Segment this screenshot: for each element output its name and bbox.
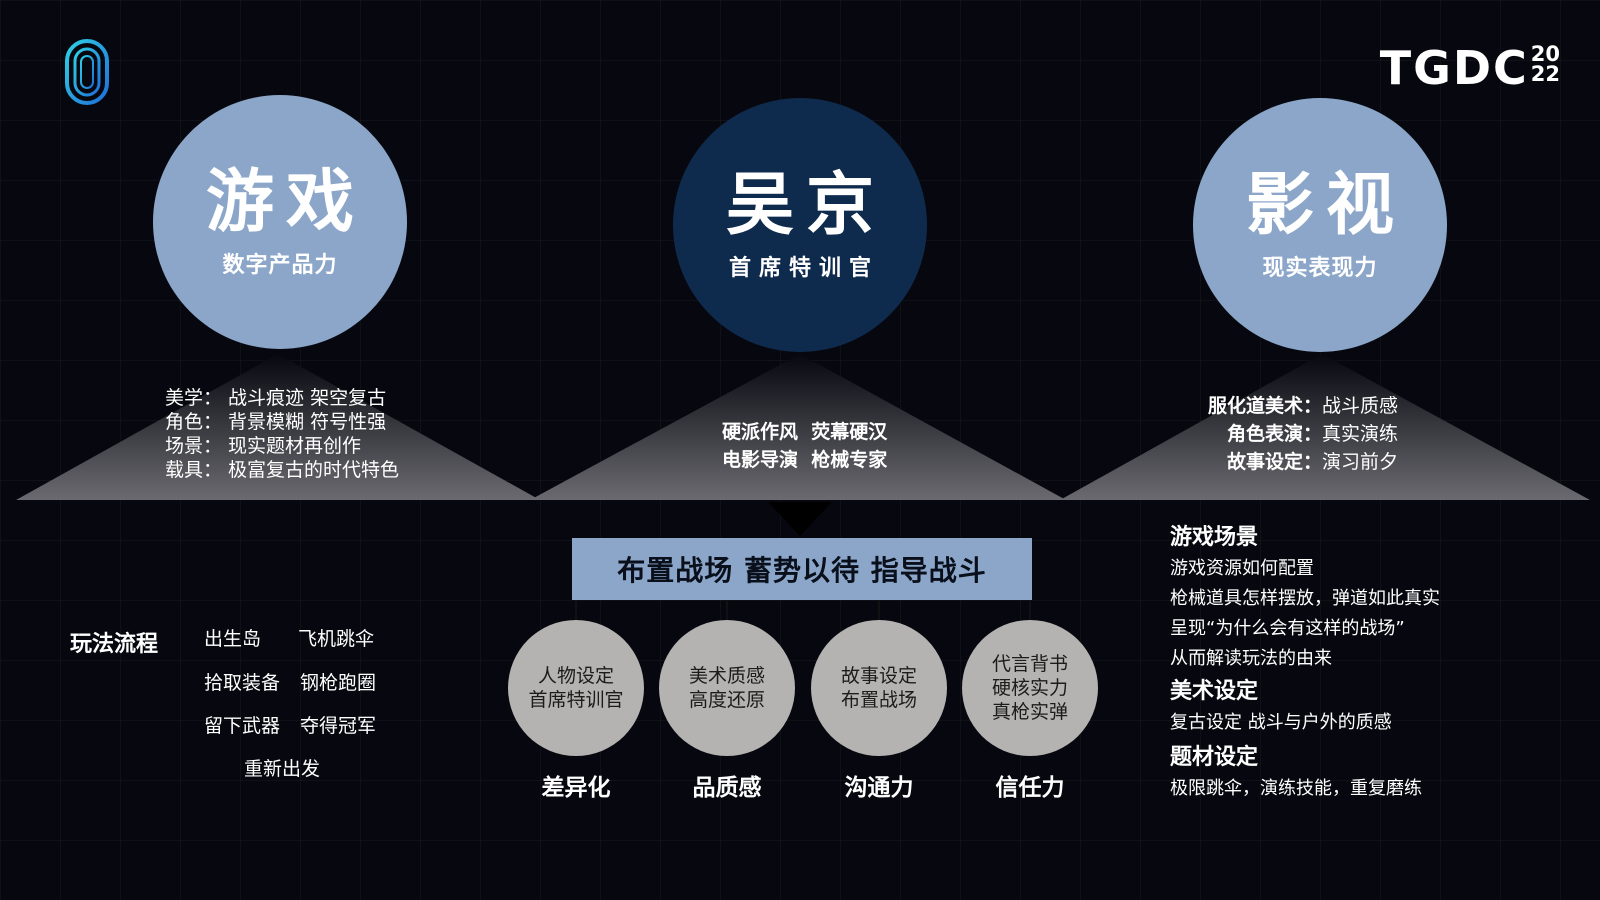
ring-logo-icon	[65, 39, 109, 105]
circle-wujing-subtitle: 首席特训官	[728, 256, 879, 281]
rp-line: 从而解读玩法的由来	[1170, 648, 1332, 669]
circle-game-title: 游戏	[205, 163, 366, 242]
gameplay-title: 玩法流程	[70, 632, 159, 657]
bubble-art: 美术质感 高度还原	[659, 620, 795, 756]
bubble-label-communication: 沟通力	[844, 775, 914, 801]
bubble-line: 故事设定	[840, 665, 917, 687]
brand-year-bottom: 22	[1530, 62, 1560, 86]
circle-wujing: 吴京 首席特训官	[673, 98, 927, 352]
gameplay-step: 飞机跳伞	[298, 628, 375, 650]
bubble-line: 代言背书	[991, 653, 1068, 675]
gameplay-step: 出生岛	[204, 628, 262, 650]
brand-year-top: 20	[1530, 42, 1560, 66]
gameplay-step: 重新出发	[244, 758, 321, 780]
rp-line: 枪械道具怎样摆放，弹道如此真实	[1170, 588, 1440, 609]
rp-line: 复古设定 战斗与户外的质感	[1170, 712, 1392, 733]
arrow-down-icon	[768, 502, 832, 536]
rp-line: 游戏资源如何配置	[1170, 558, 1314, 579]
bubble-line: 人物设定	[537, 665, 614, 687]
brand-name: TGDC	[1379, 41, 1529, 95]
film-attr-value: 演习前夕	[1322, 451, 1399, 473]
film-attr-row: 故事设定： 演习前夕	[1190, 448, 1398, 476]
bubble-line: 首席特训官	[528, 689, 624, 711]
film-attr-label: 故事设定：	[1226, 451, 1322, 473]
bubble-label-differentiation: 差异化	[541, 775, 611, 801]
rp-line: 极限跳伞，演练技能，重复磨练	[1170, 778, 1422, 799]
brand-logo: TGDC 20 22	[1379, 41, 1560, 95]
brand-year: 20 22	[1530, 42, 1560, 86]
bubble-line: 高度还原	[688, 689, 765, 711]
film-attr-label: 服化道美术：	[1207, 395, 1322, 417]
triangle-backgrounds	[16, 354, 1590, 500]
circle-film: 影视 现实表现力	[1193, 98, 1447, 352]
bubble-story: 故事设定 布置战场	[811, 620, 947, 756]
film-attr-row: 角色表演： 真实演练	[1190, 420, 1398, 448]
triangle-right	[1060, 354, 1590, 500]
game-attributes: 美学： 战斗痕迹 架空复古 角色： 背景模糊 符号性强 场景： 现实题材再创作 …	[165, 386, 399, 482]
gameplay-step: 留下武器	[204, 715, 281, 737]
bubble-line: 真枪实弹	[991, 701, 1068, 723]
film-attr-row: 服化道美术： 战斗质感	[1190, 392, 1398, 420]
wujing-trait-line: 电影导演 枪械专家	[722, 449, 888, 471]
gameplay-step: 拾取装备	[204, 672, 281, 694]
gameplay-step: 夺得冠军	[300, 715, 377, 737]
bubble-endorsement: 代言背书 硬核实力 真枪实弹	[962, 620, 1098, 756]
game-attr-line: 场景： 现实题材再创作	[165, 435, 362, 457]
film-attr-value: 真实演练	[1322, 423, 1399, 445]
wujing-traits: 硬派作风 荧幕硬汉 电影导演 枪械专家	[722, 418, 887, 474]
film-attr-value: 战斗质感	[1322, 395, 1399, 417]
bubble-line: 美术质感	[688, 665, 765, 687]
rp-heading-game-scene: 游戏场景	[1170, 525, 1259, 550]
game-attr-line: 美学： 战斗痕迹 架空复古	[165, 387, 387, 409]
banner-slogan: 布置战场 蓄势以待 指导战斗	[572, 538, 1032, 600]
gameplay-step: 钢枪跑圈	[300, 672, 377, 694]
rp-heading-theme: 题材设定	[1170, 745, 1259, 770]
bubble-label-trust: 信任力	[995, 775, 1065, 801]
film-attr-label: 角色表演：	[1226, 423, 1322, 445]
circle-game: 游戏 数字产品力	[153, 95, 407, 349]
triangle-left	[16, 354, 540, 500]
circle-film-subtitle: 现实表现力	[1262, 256, 1378, 281]
bubble-line: 硬核实力	[991, 677, 1068, 699]
game-attr-line: 载具： 极富复古的时代特色	[165, 459, 400, 481]
film-attributes: 服化道美术： 战斗质感 角色表演： 真实演练 故事设定： 演习前夕	[1190, 392, 1398, 476]
rp-heading-art: 美术设定	[1170, 679, 1259, 704]
bubble-line: 布置战场	[840, 689, 917, 711]
circle-game-subtitle: 数字产品力	[222, 253, 338, 278]
circle-wujing-title: 吴京	[725, 166, 886, 245]
bubble-character: 人物设定 首席特训官	[508, 620, 644, 756]
bubble-label-quality: 品质感	[692, 775, 762, 801]
wujing-trait-line: 硬派作风 荧幕硬汉	[722, 421, 888, 443]
right-panel: 游戏场景 游戏资源如何配置 枪械道具怎样摆放，弹道如此真实 呈现“为什么会有这样…	[1170, 522, 1590, 804]
circle-film-title: 影视	[1245, 166, 1406, 245]
game-attr-line: 角色： 背景模糊 符号性强	[165, 411, 387, 433]
rp-line: 呈现“为什么会有这样的战场”	[1170, 618, 1405, 639]
triangle-center	[530, 354, 1066, 500]
